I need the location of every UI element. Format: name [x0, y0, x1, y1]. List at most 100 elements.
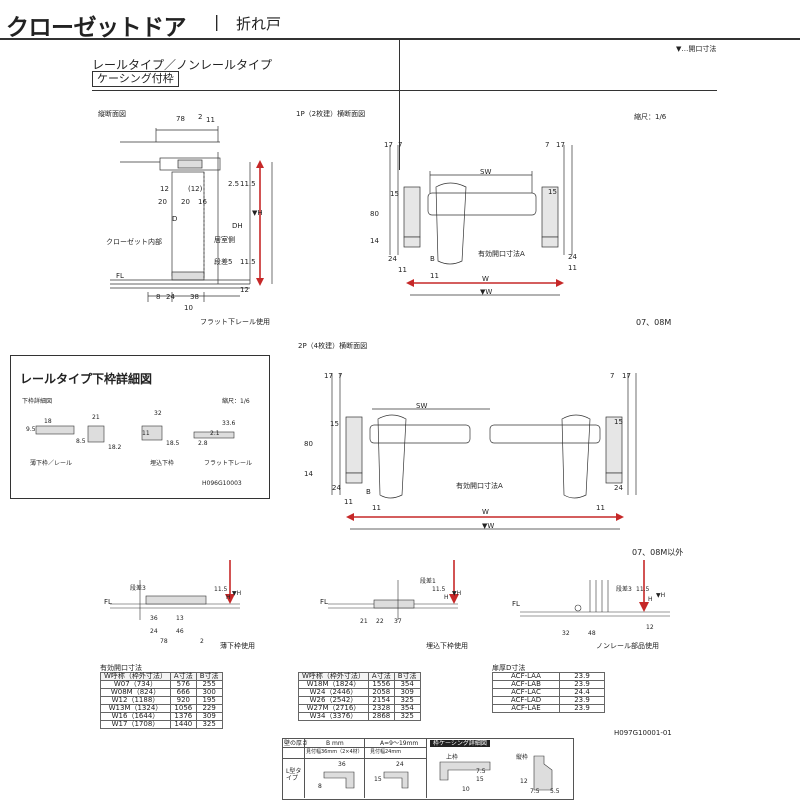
p1-dim-17r: 17 — [556, 141, 565, 149]
p2-dim-15r: 15 — [614, 418, 623, 426]
p1-dim-17l: 17 — [384, 141, 393, 149]
opening-table-title: 有効開口寸法 — [100, 664, 142, 672]
p1-dim-7l: 7 — [398, 141, 403, 149]
label-closet-interior: クローゼット内部 — [106, 238, 162, 246]
p1-b: B — [430, 255, 435, 263]
rail-detail-scale: 縮尺：1/6 — [222, 398, 250, 405]
d2-step: 段差1 — [420, 578, 436, 585]
section-2p-title: 2P（4枚建）横断面図 — [298, 342, 368, 350]
dim-11-5a: 11.5 — [240, 180, 256, 188]
vertical-section-drawing — [110, 126, 273, 302]
dim-20a: 20 — [158, 198, 167, 206]
casing-dim-24: 24 — [396, 761, 404, 768]
label-D: D — [172, 215, 178, 223]
rail-part-embed: 埋込下枠 — [150, 460, 175, 467]
p2-dim-15l: 15 — [330, 420, 339, 428]
label-step5: 段差5 — [214, 258, 233, 266]
p2-w: W — [482, 508, 489, 516]
casing-detail-15: 15 — [476, 776, 484, 783]
rail-dim-2-1: 2.1 — [210, 430, 220, 437]
p2-dim-11a: 11 — [344, 498, 353, 506]
rail-dim-33-6: 33.6 — [222, 420, 236, 427]
p1-dim-11a: 11 — [398, 266, 407, 274]
type-label: レールタイプ／ノンレールタイプ — [92, 58, 273, 72]
detail-embed-drawing — [328, 560, 459, 620]
p1-dim-15l: 15 — [390, 190, 399, 198]
section-1p-title: 1P（2枚建）横断面図 — [296, 110, 366, 118]
rail-dim-32: 32 — [154, 410, 162, 417]
rail-dim-9-5: 9.5 — [26, 426, 36, 433]
p1-dim-24r: 24 — [568, 253, 577, 261]
p1-dim-14: 14 — [370, 237, 379, 245]
d1-13: 13 — [176, 615, 184, 622]
casing-upper: 上枠 — [446, 754, 459, 761]
rail-detail-subtitle: 下枠詳細図 — [22, 398, 53, 405]
section-2p-drawing — [331, 373, 637, 530]
d3-vh: ▼H — [656, 592, 666, 599]
casing-detail-12: 12 — [520, 778, 528, 785]
d3-caption: ノンレール部品使用 — [596, 642, 659, 650]
p2-dim-7l: 7 — [338, 372, 343, 380]
dim-20b: 20 — [181, 198, 190, 206]
casing-vertical: 縦枠 — [516, 754, 529, 761]
p1-dim-7r: 7 — [545, 141, 550, 149]
p1-dim-80: 80 — [370, 210, 379, 218]
dim-8: 8 — [156, 293, 161, 301]
p2-dim-7r: 7 — [610, 372, 615, 380]
casing-col-a: A=9〜19mm — [380, 740, 419, 747]
dim-24: 24 — [166, 293, 175, 301]
dim-78: 78 — [176, 115, 185, 123]
d2-11-5: 11.5 — [432, 586, 446, 593]
rail-dim-18-2: 18.2 — [108, 444, 122, 451]
p1-sw: SW — [480, 168, 492, 176]
p2-dim-11r: 11 — [596, 504, 605, 512]
dim-12a: 12 — [160, 185, 169, 193]
casing-type: L型タイプ — [286, 768, 302, 782]
casing-detail-7-5b: 7.5 — [530, 788, 540, 795]
vertical-section-title: 縦断面図 — [98, 110, 126, 118]
d2-37: 37 — [394, 618, 402, 625]
label-living-side: 居室側 — [214, 236, 235, 244]
casing-detail-5-5: 5.5 — [550, 788, 560, 795]
casing-rule-2 — [282, 758, 426, 759]
p1-vw: ▼W — [480, 288, 493, 296]
rail-dim-11: 11 — [142, 430, 150, 437]
p1-models: 07、08M — [636, 318, 672, 327]
d3-step: 段差3 — [616, 586, 632, 593]
casing-vrule-2 — [364, 738, 365, 798]
casing-col-b: B mm — [326, 740, 344, 747]
label-H: ▼H — [252, 209, 263, 217]
p2-dim-14: 14 — [304, 470, 313, 478]
page-subtitle: 折れ戸 — [236, 15, 282, 33]
d3-h: H — [648, 596, 653, 603]
d2-caption: 埋込下枠使用 — [426, 642, 468, 650]
section-1p-drawing — [389, 145, 573, 296]
p2-sw: SW — [416, 402, 428, 410]
casing-rule-1 — [282, 747, 426, 748]
d1-11-5: 11.5 — [214, 586, 228, 593]
p1-dim-11b: 11 — [430, 272, 439, 280]
scale-label: 縮尺：1/6 — [634, 113, 667, 121]
casing-col-header: 壁の厚さ — [284, 740, 309, 747]
p1-w: W — [482, 275, 489, 283]
d3-fl: FL — [512, 600, 520, 608]
p2-b: B — [366, 488, 371, 496]
rail-dim-8-5: 8.5 — [76, 438, 86, 445]
p1-opening-a: 有効開口寸法A — [478, 250, 525, 258]
d3-12: 12 — [646, 624, 654, 631]
label-FL: FL — [116, 272, 124, 280]
d2-21: 21 — [360, 618, 368, 625]
d1-2: 2 — [200, 638, 204, 645]
dim-16: 16 — [198, 198, 207, 206]
casing-vrule-1 — [304, 738, 305, 798]
label-DH: DH — [232, 222, 243, 230]
header-rule — [0, 38, 800, 40]
d1-78: 78 — [160, 638, 168, 645]
d1-h: H — [226, 594, 231, 601]
d1-step: 段差3 — [130, 585, 146, 592]
d1-fl: FL — [104, 598, 112, 606]
